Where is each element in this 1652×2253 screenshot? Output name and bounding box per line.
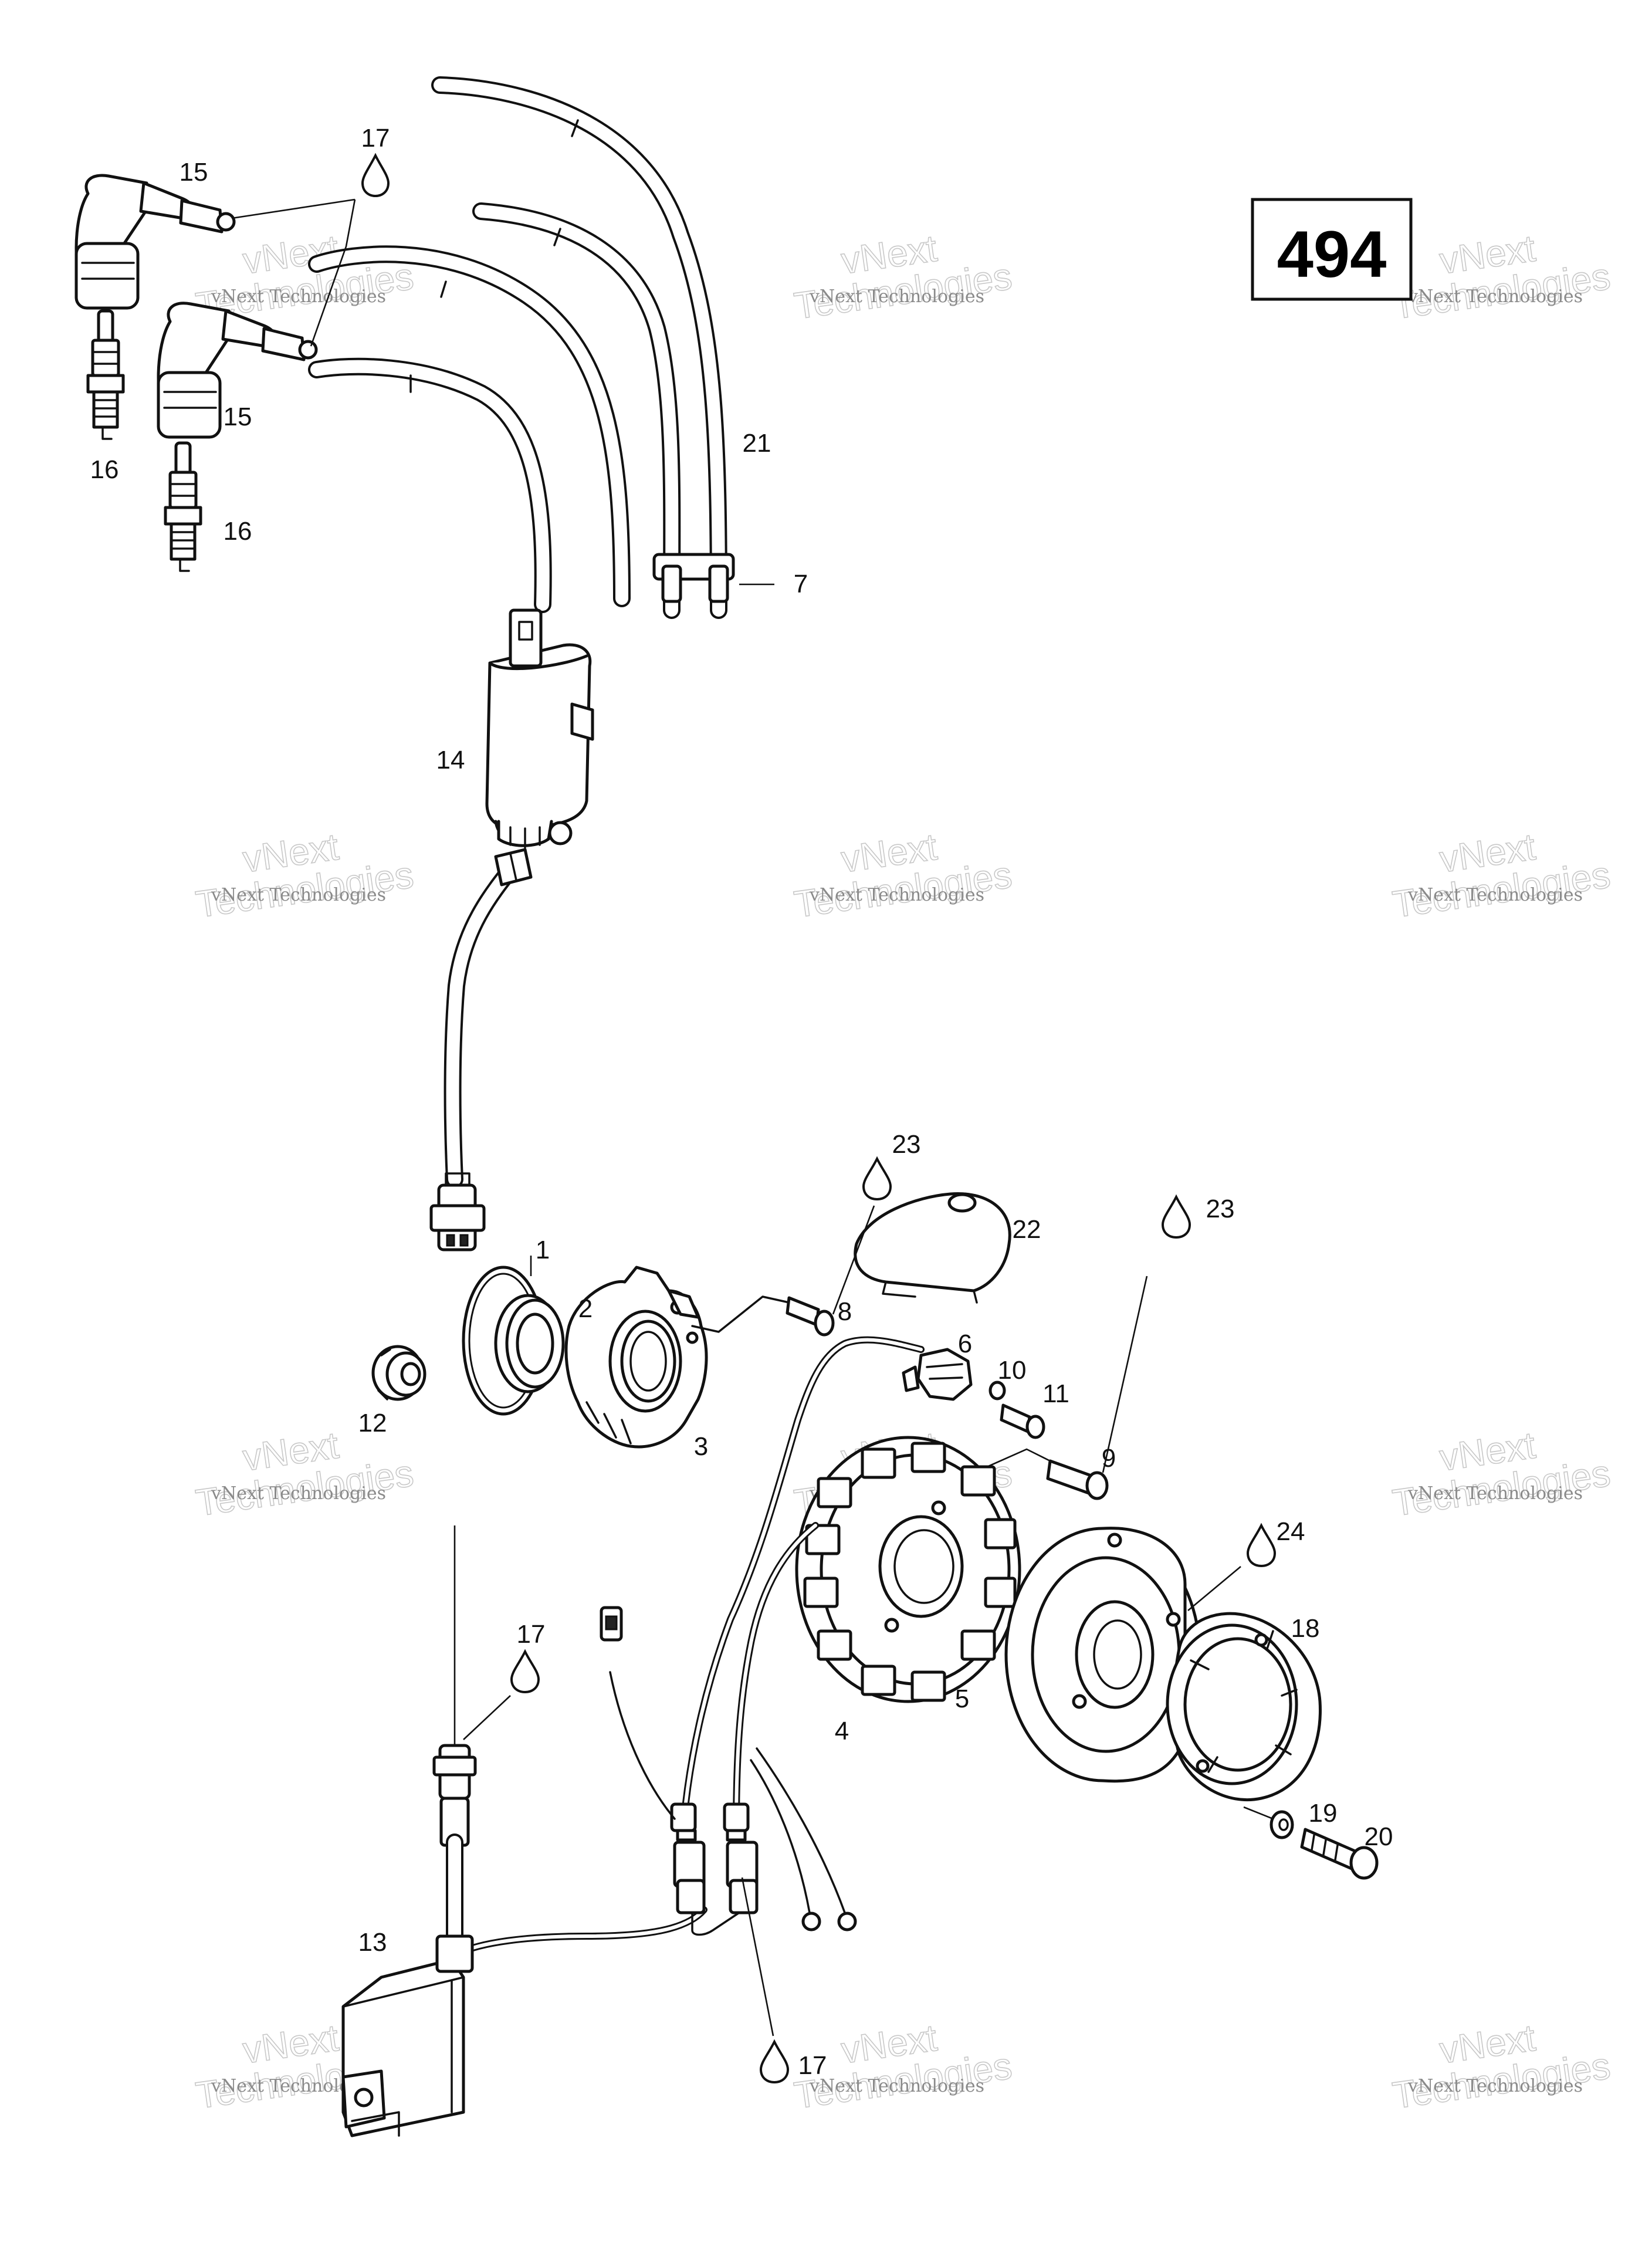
sealant-drop-icon bbox=[1246, 1523, 1277, 1568]
sealant-drop-icon bbox=[759, 2039, 790, 2084]
callout-17-top: 17 bbox=[361, 124, 390, 153]
callout-13: 13 bbox=[358, 1928, 387, 1957]
ignition-coil bbox=[444, 608, 594, 1188]
callout-20: 20 bbox=[1365, 1822, 1393, 1851]
svg-text:vNext Technologies: vNext Technologies bbox=[1407, 1483, 1583, 1504]
trigger-coil bbox=[680, 1336, 973, 1828]
svg-text:vNext Technologies: vNext Technologies bbox=[1407, 286, 1583, 307]
washer-10 bbox=[989, 1381, 1006, 1400]
svg-text:vNext Technologies: vNext Technologies bbox=[211, 1483, 386, 1504]
callout-18: 18 bbox=[1291, 1614, 1320, 1643]
bolt-20 bbox=[1300, 1828, 1379, 1880]
callout-17-middle: 17 bbox=[517, 1620, 546, 1649]
callout-17-bottom: 17 bbox=[798, 2051, 827, 2080]
sealant-drop-icon bbox=[1161, 1194, 1191, 1239]
callout-22: 22 bbox=[1013, 1215, 1041, 1244]
svg-text:vNext Technologies: vNext Technologies bbox=[809, 286, 984, 307]
callout-8: 8 bbox=[838, 1297, 852, 1326]
watermark: vNext Technologies vNext Technologies bbox=[1390, 2016, 1614, 2117]
callout-6: 6 bbox=[958, 1330, 972, 1358]
svg-text:vNext Technologies: vNext Technologies bbox=[211, 885, 386, 905]
flywheel bbox=[1004, 1527, 1241, 1783]
magneto-housing bbox=[564, 1266, 790, 1449]
screw-9 bbox=[973, 1276, 1148, 1500]
wire-clip-7 bbox=[652, 553, 774, 603]
svg-text:vNext Technologies: vNext Technologies bbox=[211, 286, 386, 307]
callout-4: 4 bbox=[835, 1717, 849, 1745]
stator bbox=[733, 1436, 1021, 1834]
sealant-drop-icon bbox=[510, 1649, 540, 1694]
coil-connector bbox=[429, 1172, 486, 1251]
callout-15-upper: 15 bbox=[180, 158, 208, 187]
callout-24: 24 bbox=[1277, 1517, 1305, 1546]
screw-8 bbox=[786, 1205, 875, 1337]
watermark: vNext Technologies vNext Technologies bbox=[1390, 226, 1614, 328]
spark-plug-upper bbox=[86, 309, 125, 440]
oil-seal bbox=[494, 1294, 565, 1393]
washer-19 bbox=[1243, 1806, 1294, 1839]
watermark: vNext Technologies vNext Technologies bbox=[193, 825, 417, 926]
callout-7: 7 bbox=[794, 570, 808, 598]
grommet bbox=[371, 1345, 426, 1401]
callout-1: 1 bbox=[536, 1236, 550, 1264]
callout-23-left: 23 bbox=[892, 1130, 921, 1159]
callout-10: 10 bbox=[998, 1356, 1027, 1385]
callout-12: 12 bbox=[358, 1409, 387, 1437]
page-number-box: 494 bbox=[1251, 198, 1413, 301]
svg-text:vNext Technologies: vNext Technologies bbox=[1407, 885, 1583, 905]
callout-19: 19 bbox=[1309, 1799, 1338, 1828]
watermark: vNext Technologies vNext Technologies bbox=[1390, 1423, 1614, 1525]
starter-cup bbox=[1166, 1612, 1322, 1802]
callout-5: 5 bbox=[955, 1684, 969, 1713]
callout-16-lower: 16 bbox=[224, 517, 252, 546]
callout-11: 11 bbox=[1042, 1379, 1069, 1408]
callout-9: 9 bbox=[1102, 1444, 1116, 1473]
watermark-grid: vNext Technologies vNext Technologies vN… bbox=[193, 226, 1614, 2117]
sealant-drop-icon bbox=[862, 1156, 892, 1201]
svg-text:vNext Technologies: vNext Technologies bbox=[809, 2076, 984, 2096]
page-number: 494 bbox=[1277, 218, 1387, 291]
callout-14: 14 bbox=[436, 746, 465, 774]
callout-2: 2 bbox=[578, 1294, 593, 1323]
screw-11 bbox=[1000, 1403, 1045, 1439]
sealant-drop-icon bbox=[361, 153, 390, 198]
svg-text:vNext Technologies: vNext Technologies bbox=[809, 885, 984, 905]
watermark: vNext Technologies vNext Technologies bbox=[193, 1423, 417, 1525]
high-tension-wires bbox=[308, 76, 727, 619]
spark-plug-cap-lower bbox=[157, 302, 318, 439]
wiring-harness bbox=[432, 1525, 857, 1963]
cover bbox=[854, 1192, 1011, 1304]
callout-labels: 1 2 3 4 5 6 7 8 9 10 11 12 13 14 15 15 1… bbox=[90, 124, 1393, 2080]
watermark: vNext Technologies vNext Technologies bbox=[791, 226, 1015, 328]
svg-text:vNext Technologies: vNext Technologies bbox=[1407, 2076, 1583, 2096]
spark-plug-lower bbox=[164, 441, 202, 572]
callout-16-upper: 16 bbox=[90, 455, 119, 484]
callout-3: 3 bbox=[694, 1432, 708, 1461]
callout-23-right: 23 bbox=[1206, 1195, 1235, 1223]
callout-15-lower: 15 bbox=[224, 402, 252, 431]
spark-plug-cap-upper bbox=[75, 174, 236, 310]
watermark: vNext Technologies vNext Technologies bbox=[791, 825, 1015, 926]
watermark: vNext Technologies vNext Technologies bbox=[1390, 825, 1614, 926]
cdi-module bbox=[341, 1934, 474, 2137]
callout-21: 21 bbox=[743, 429, 771, 458]
